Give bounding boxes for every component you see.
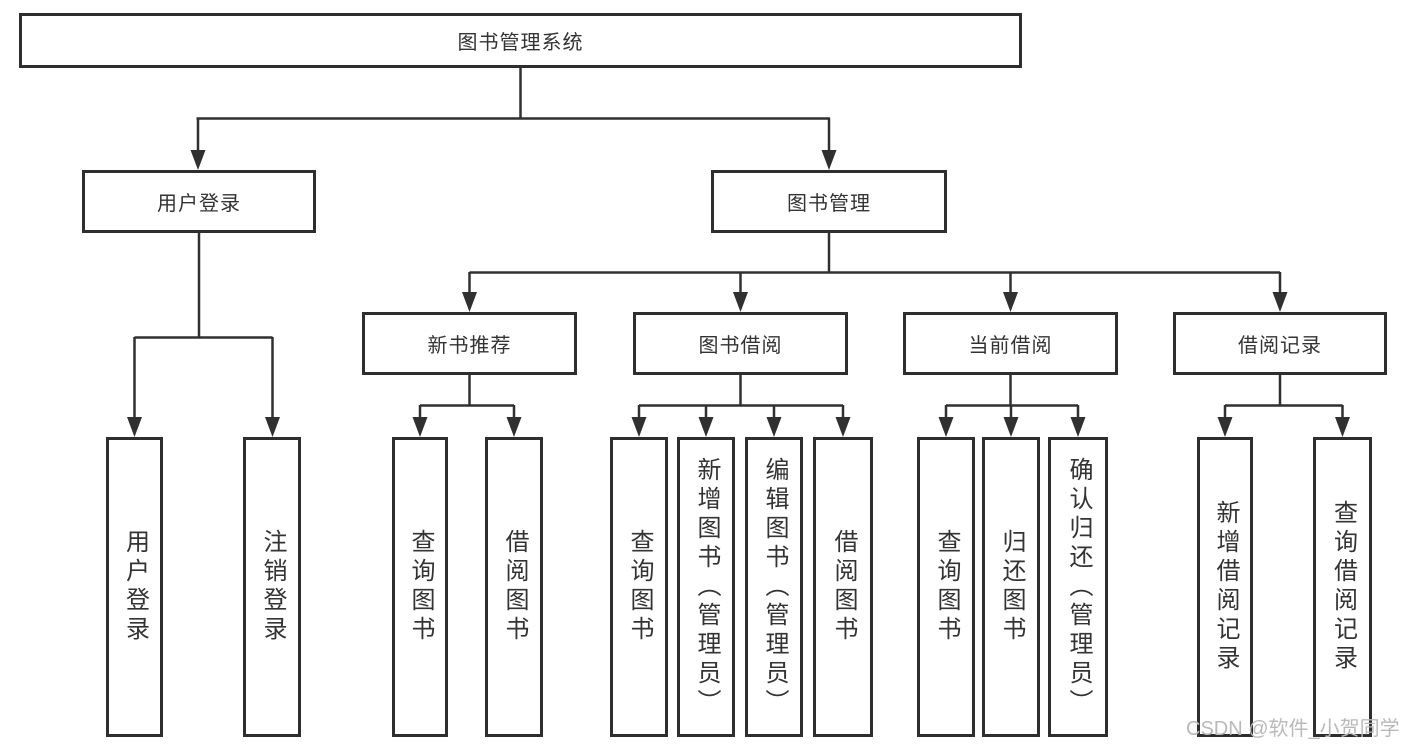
connector-new-book-split xyxy=(412,375,522,437)
node-current-borrow: 当前借阅 xyxy=(903,312,1118,375)
leaf-query-borrow-record: 查询借阅记录 xyxy=(1313,437,1372,737)
leaf-edit-book-admin: 编辑图书（管理员） xyxy=(745,437,803,737)
node-borrow-records: 借阅记录 xyxy=(1173,312,1387,375)
node-new-book-recommend: 新书推荐 xyxy=(362,312,577,375)
leaf-add-book-admin: 新增图书（管理员） xyxy=(677,437,735,737)
connector-user-login-split xyxy=(127,233,280,437)
leaf-query-books-borrow: 查询图书 xyxy=(610,437,668,737)
connector-book-borrow-split xyxy=(631,375,851,437)
leaf-logout: 注销登录 xyxy=(243,437,301,737)
leaf-user-login: 用户登录 xyxy=(106,437,163,737)
connector-book-management-split xyxy=(462,233,1288,312)
node-book-management: 图书管理 xyxy=(711,170,947,233)
csdn-watermark: CSDN @软件_小贺同学 xyxy=(1186,718,1400,740)
leaf-add-borrow-record: 新增借阅记录 xyxy=(1197,437,1253,737)
leaf-query-books-recommend: 查询图书 xyxy=(392,437,448,737)
leaf-borrow-books-recommend: 借阅图书 xyxy=(485,437,543,737)
leaf-borrow-books: 借阅图书 xyxy=(813,437,873,737)
connector-root-split xyxy=(190,68,837,170)
leaf-return-book: 归还图书 xyxy=(982,437,1040,737)
node-book-borrow: 图书借阅 xyxy=(633,312,848,375)
node-user-login: 用户登录 xyxy=(82,170,316,233)
leaf-query-books-current: 查询图书 xyxy=(917,437,975,737)
node-root: 图书管理系统 xyxy=(19,13,1022,68)
leaf-confirm-return-admin: 确认归还（管理员） xyxy=(1048,437,1108,737)
connector-borrow-records-split xyxy=(1217,375,1350,437)
connector-current-borrow-split xyxy=(938,375,1086,437)
